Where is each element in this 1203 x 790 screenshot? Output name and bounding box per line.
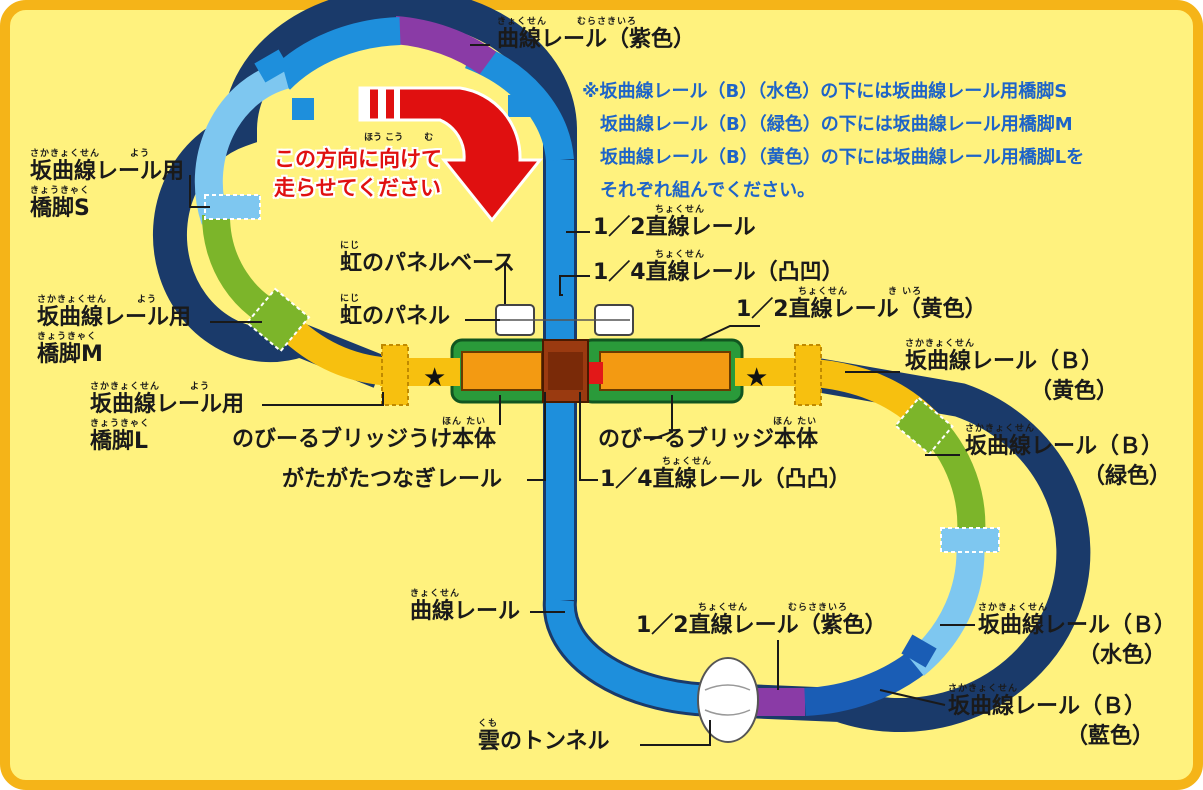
label-cloud-tunnel: くも 雲のトンネル	[478, 719, 610, 754]
rail-blue-top-right	[464, 41, 574, 162]
label-pier-s: さかきょくせん よう 坂曲線レール用 きょうきゃく 橋脚S	[30, 149, 185, 221]
label-quarter-straight-b: ちょくせん 1／4直線レール（凸凸）	[600, 457, 851, 492]
label-half-straight-purple: ちょくせん むらさきいろ 1／2直線レール（紫色）	[636, 603, 887, 638]
rail-purple-top	[393, 16, 497, 75]
star-right-icon: ★	[745, 363, 768, 393]
label-half-straight-yellow: ちょくせん き いろ 1／2直線レール（黄色）	[736, 287, 987, 322]
label-bridge-receiver: ほん たい のびーるブリッジうけ本体	[232, 417, 497, 452]
label-pier-m: さかきょくせん よう 坂曲線レール用 きょうきゃく 橋脚M	[37, 295, 192, 367]
cloud-tunnel-shape	[697, 657, 759, 743]
star-left-icon: ★	[423, 363, 446, 393]
label-rainbow-base: にじ 虹のパネルベース	[340, 241, 515, 276]
label-rainbow-panel: にじ 虹のパネル	[340, 294, 451, 329]
label-gata-rail: がたがたつなぎレール	[282, 467, 503, 492]
label-slope-b-navy: さかきょくせん 坂曲線レール（Ｂ） （藍色）	[948, 684, 1155, 749]
label-pier-l: さかきょくせん よう 坂曲線レール用 きょうきゃく 橋脚L	[90, 382, 245, 454]
label-slope-b-yellow: さかきょくせん 坂曲線レール（Ｂ） （黄色）	[905, 339, 1119, 404]
direction-arrow-icon	[358, 86, 544, 223]
label-bridge-main: ほん たい のびーるブリッジ本体	[598, 417, 819, 452]
label-curve-purple: きょくせん むらさきいろ 曲線レール（紫色）	[497, 17, 696, 52]
pier-L-right	[794, 344, 822, 406]
pier-S	[204, 194, 261, 220]
note-line-1: ※坂曲線レール（B）（水色）の下には坂曲線レール用橋脚S	[582, 81, 1068, 102]
note-line-4: それぞれ組んでください。	[600, 180, 816, 201]
rail-blue-top-left	[269, 17, 401, 91]
pier-L-left	[381, 344, 409, 406]
note-line-3: 坂曲線レール（B）（黄色）の下には坂曲線レール用橋脚Lを	[600, 147, 1085, 168]
pier-M	[245, 287, 311, 353]
label-slope-b-green: さかきょくせん 坂曲線レール（Ｂ） （緑色）	[965, 424, 1172, 489]
rail-navy-bottom	[804, 648, 929, 716]
rail-blue-lower-arc	[545, 598, 721, 715]
note-line-2: 坂曲線レール（B）（緑色）の下には坂曲線レール用橋脚M	[600, 114, 1073, 135]
label-slope-b-light: さかきょくせん 坂曲線レール（Ｂ） （水色）	[978, 603, 1177, 668]
label-curve-rail: きょくせん 曲線レール	[410, 589, 521, 624]
direction-instruction: ほう こう む この方向に向けて 走らせてください	[274, 133, 442, 200]
assembly-note: ※坂曲線レール（B）（水色）の下には坂曲線レール用橋脚S 坂曲線レール（B）（緑…	[582, 75, 1084, 207]
label-half-straight: ちょくせん 1／2直線レール	[593, 205, 756, 240]
label-quarter-straight-a: ちょくせん 1／4直線レール（凸凹）	[593, 250, 844, 285]
